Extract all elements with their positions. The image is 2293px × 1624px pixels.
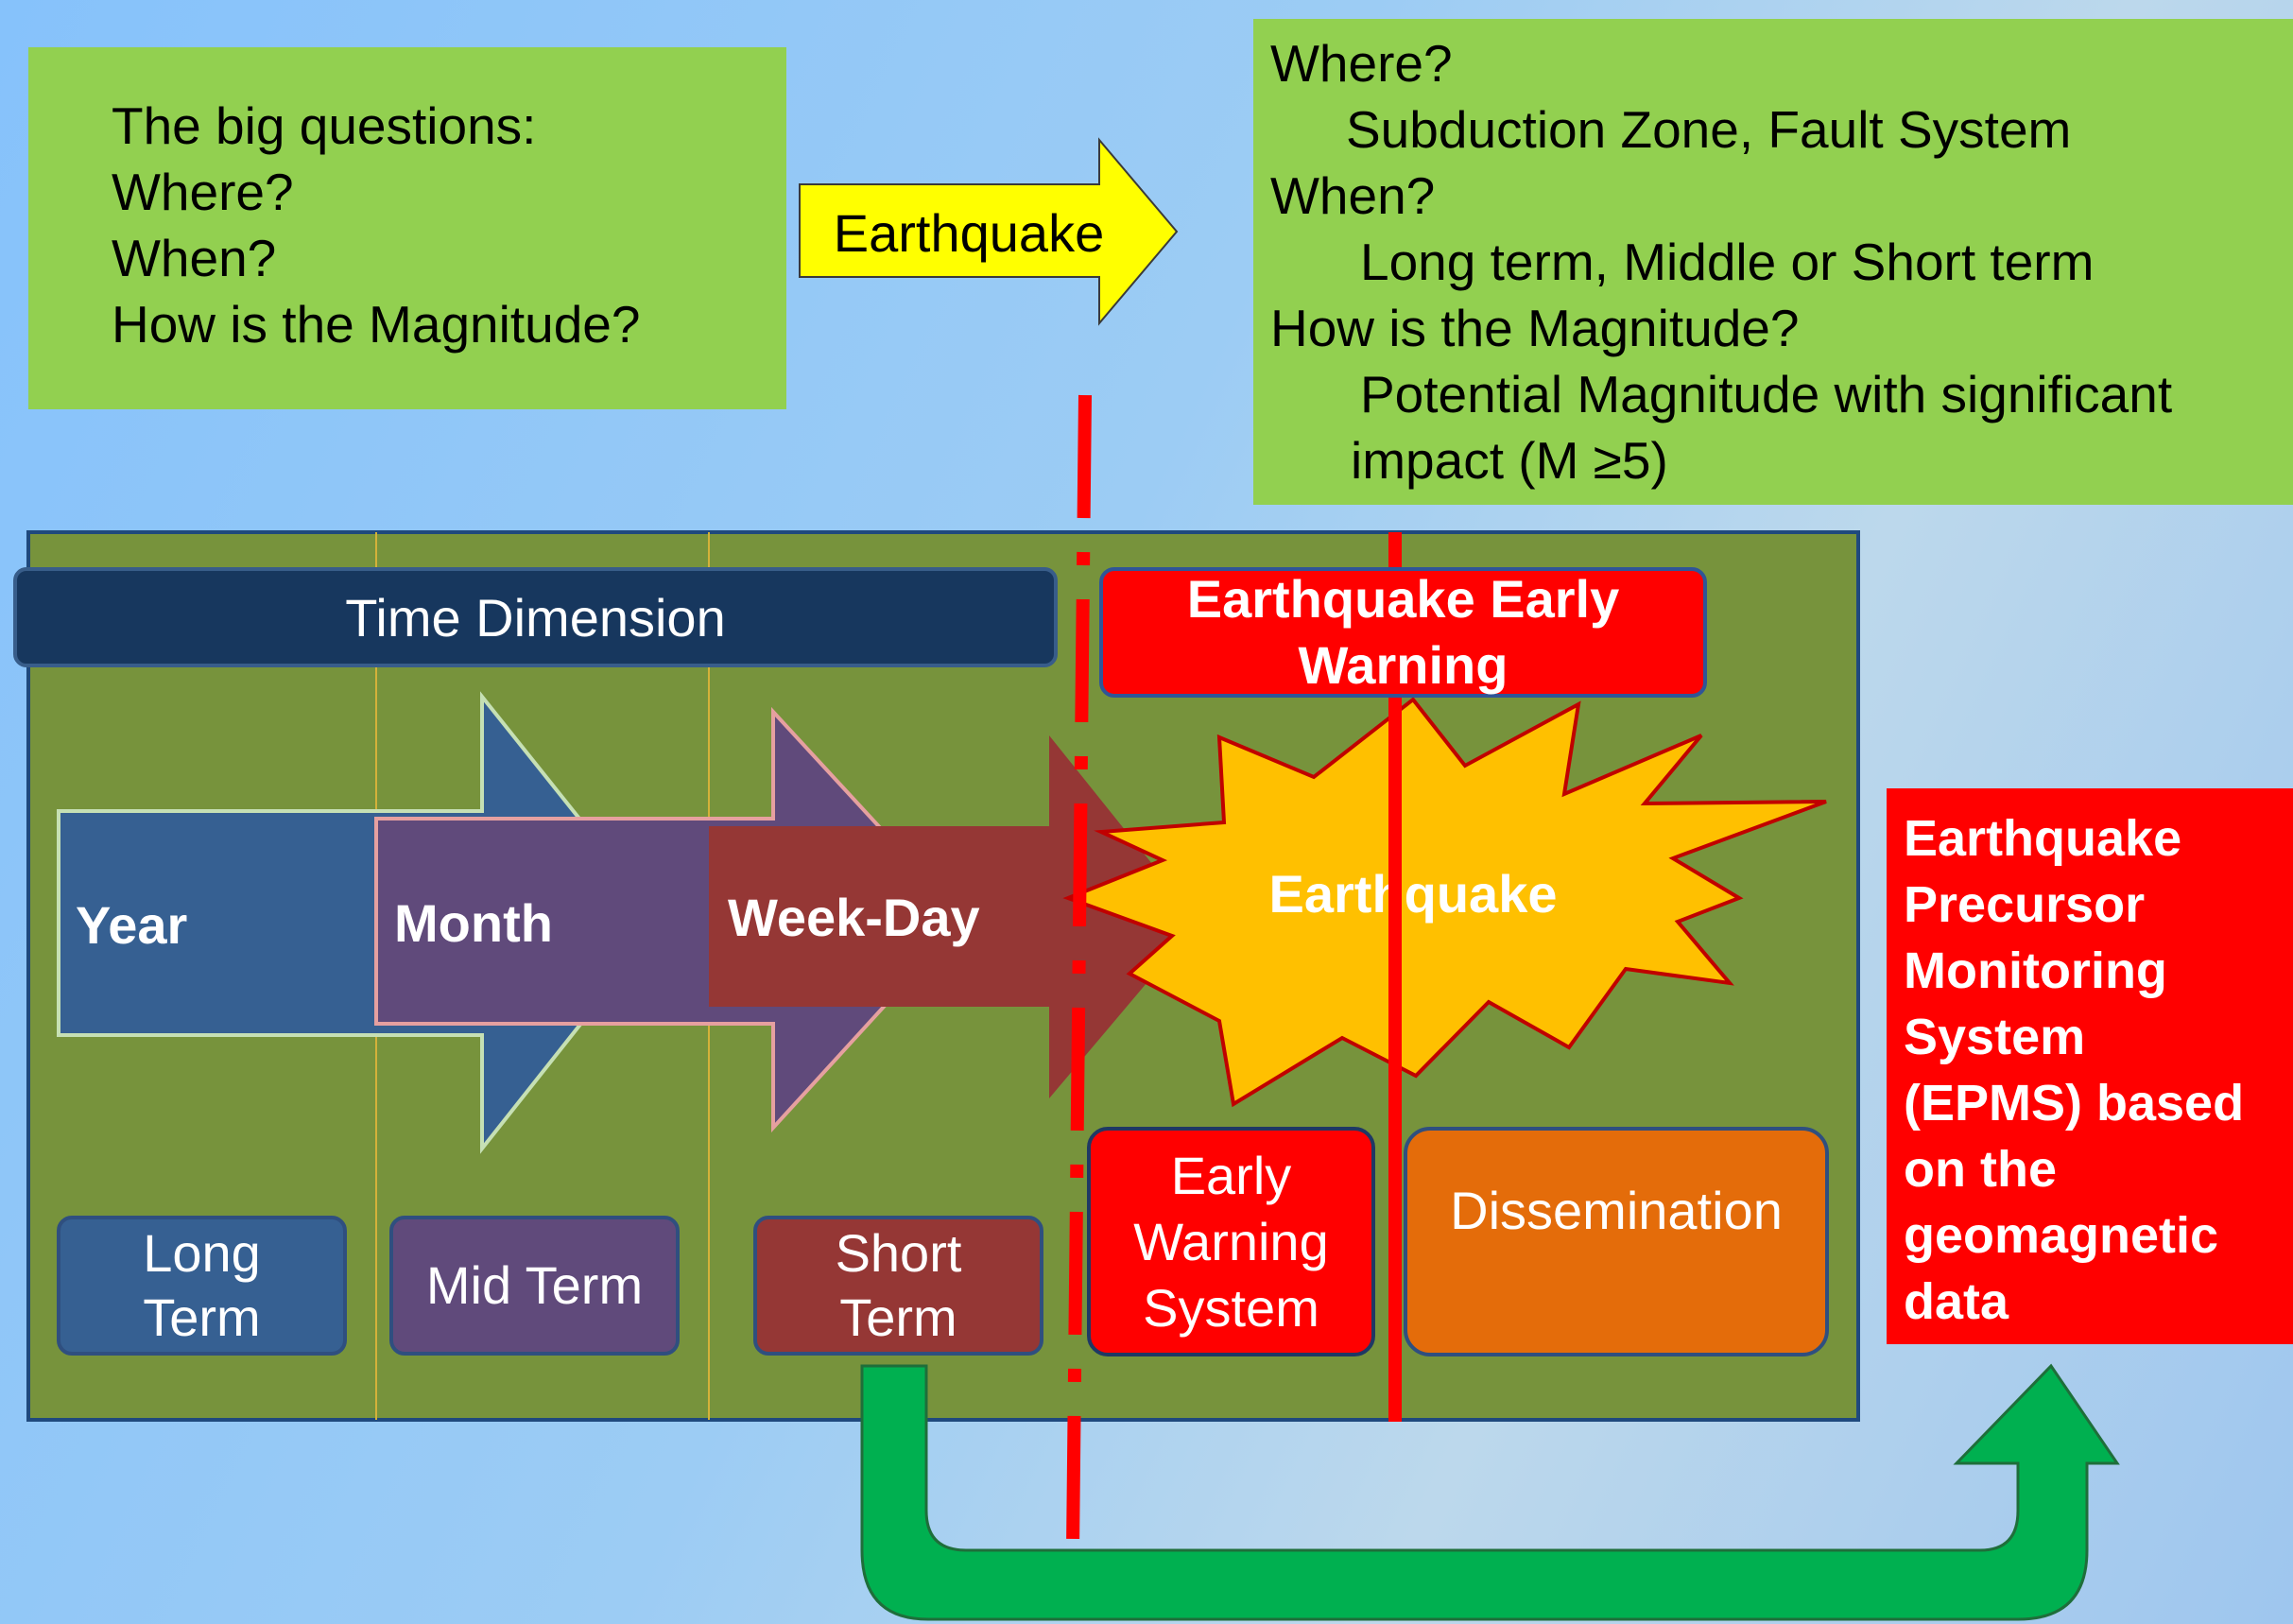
earthquake-explosion xyxy=(1062,697,1827,1108)
epms-line: System xyxy=(1904,1009,2086,1065)
answer-magnitude-line1: Potential Magnitude with significant xyxy=(1360,365,2173,423)
long-term-line1: Long xyxy=(143,1223,261,1283)
eew-header-line1: Earthquake Early xyxy=(1186,569,1620,629)
feedback-arrow xyxy=(860,1363,2120,1621)
epms-line: Precursor xyxy=(1904,876,2146,933)
epms-line: data xyxy=(1904,1273,2009,1330)
year-label: Year xyxy=(76,895,187,955)
ews-line1: Early xyxy=(1170,1145,1292,1205)
questions-title: The big questions: xyxy=(112,96,537,155)
answer-magnitude-line2: impact (M ≥5) xyxy=(1351,431,1668,490)
epms-line: (EPMS) based xyxy=(1904,1075,2245,1132)
month-arrow xyxy=(374,706,967,1133)
month-label: Month xyxy=(394,893,553,953)
earthquake-early-warning-header: Earthquake Early Warning xyxy=(1099,567,1707,698)
answer-where: Subduction Zone, Fault System xyxy=(1346,100,2072,159)
epms-line: Monitoring xyxy=(1904,942,2167,999)
short-term-box: Short Term xyxy=(753,1216,1043,1356)
question-when: When? xyxy=(112,229,277,287)
ews-line3: System xyxy=(1143,1277,1319,1338)
answer-when-question: When? xyxy=(1270,166,1436,225)
long-term-box: Long Term xyxy=(57,1216,347,1356)
questions-box: The big questions: Where? When? How is t… xyxy=(28,47,786,409)
time-dimension-header: Time Dimension xyxy=(13,567,1058,667)
epms-line: geomagnetic xyxy=(1904,1207,2219,1264)
epms-line: Earthquake xyxy=(1904,810,2182,867)
earthquake-arrow-label: Earthquake xyxy=(834,203,1104,263)
question-where: Where? xyxy=(112,163,294,221)
answer-magnitude-question: How is the Magnitude? xyxy=(1270,299,1800,357)
year-arrow xyxy=(57,691,664,1154)
explosion-label: Earthquake xyxy=(1269,864,1558,924)
epms-box: Earthquake Precursor Monitoring System (… xyxy=(1887,788,2293,1344)
long-term-line2: Term xyxy=(143,1287,261,1347)
earthquake-time-line xyxy=(1066,394,1092,1551)
eew-header-line2: Warning xyxy=(1298,635,1509,695)
answers-box: Where? Subduction Zone, Fault System Whe… xyxy=(1253,19,2293,505)
question-magnitude: How is the Magnitude? xyxy=(112,295,641,354)
ews-line2: Warning xyxy=(1133,1211,1329,1271)
epms-line: on the xyxy=(1904,1141,2057,1198)
short-term-line1: Short xyxy=(835,1223,962,1283)
week-day-label: Week-Day xyxy=(728,888,980,947)
earthquake-arrow xyxy=(799,137,1179,326)
early-warning-system-box: Early Warning System xyxy=(1087,1127,1375,1356)
answer-where-question: Where? xyxy=(1270,34,1453,93)
answer-when: Long term, Middle or Short term xyxy=(1360,233,2095,291)
dissemination-box: Dissemination xyxy=(1404,1127,1829,1356)
mid-term-box: Mid Term xyxy=(389,1216,680,1356)
short-term-line2: Term xyxy=(839,1287,957,1347)
